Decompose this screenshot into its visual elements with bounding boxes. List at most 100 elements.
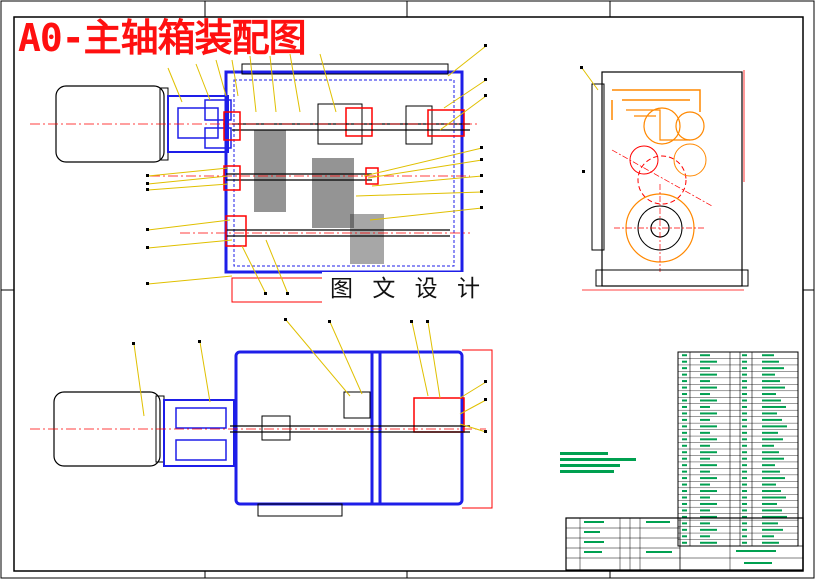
parts-row-number [682, 535, 687, 538]
parts-row-qty [742, 399, 747, 402]
parts-row-qty [742, 522, 747, 525]
parts-row-qty [742, 483, 747, 486]
parts-row-material [762, 541, 779, 544]
title-block [565, 517, 804, 571]
side-view [580, 66, 749, 291]
parts-row-number [682, 528, 687, 531]
parts-row-code [700, 528, 717, 531]
parts-row-code [700, 464, 717, 467]
parts-row-material [762, 535, 774, 538]
parts-row-number [682, 502, 687, 505]
parts-row-code [700, 515, 717, 518]
drawing-title: A0-主轴箱装配图 [18, 16, 307, 60]
parts-row-material [762, 451, 779, 454]
parts-row-material [762, 393, 776, 396]
parts-row-material [762, 354, 774, 357]
parts-row-code [700, 438, 717, 441]
parts-row-qty [742, 393, 747, 396]
parts-row-code [700, 367, 710, 370]
parts-row-qty [742, 425, 747, 428]
parts-row-qty [742, 367, 747, 370]
parts-row-number [682, 515, 687, 518]
parts-row-qty [742, 354, 747, 357]
parts-row-qty [742, 541, 747, 544]
parts-row-qty [742, 431, 747, 434]
watermark-text: 图 文 设 计 [322, 272, 494, 306]
parts-row-material [762, 412, 777, 415]
top-section-view [30, 318, 493, 517]
parts-row-qty [742, 438, 747, 441]
parts-row-material [762, 418, 782, 421]
parts-row-code [700, 502, 717, 505]
parts-row-code [700, 399, 717, 402]
parts-row-qty [742, 477, 747, 480]
parts-row-number [682, 509, 687, 512]
parts-row-qty [742, 380, 747, 383]
gearbox-housing-top [234, 350, 464, 506]
parts-row-material [762, 373, 775, 376]
parts-row-qty [742, 535, 747, 538]
parts-row-material [762, 477, 785, 480]
parts-row-qty [742, 502, 747, 505]
parts-row-qty [742, 490, 747, 493]
parts-row-code [700, 444, 710, 447]
parts-row-qty [742, 373, 747, 376]
parts-row-number [682, 522, 687, 525]
parts-row-qty [742, 509, 747, 512]
parts-row-code [700, 509, 710, 512]
parts-row-code [700, 360, 717, 363]
parts-row-material [762, 509, 782, 512]
parts-row-qty [742, 360, 747, 363]
parts-row-qty [742, 464, 747, 467]
parts-row-qty [742, 528, 747, 531]
parts-row-qty [742, 496, 747, 499]
parts-row-number [682, 405, 687, 408]
parts-row-code [700, 535, 710, 538]
parts-row-number [682, 354, 687, 357]
parts-row-material [762, 405, 786, 408]
parts-row-code [700, 412, 717, 415]
parts-row-number [682, 412, 687, 415]
parts-row-code [700, 451, 717, 454]
technical-notes [560, 452, 636, 473]
parts-row-qty [742, 405, 747, 408]
parts-row-number [682, 457, 687, 460]
parts-row-number [682, 393, 687, 396]
parts-row-material [762, 399, 781, 402]
parts-row-number [682, 464, 687, 467]
parts-row-number [682, 418, 687, 421]
parts-row-number [682, 373, 687, 376]
parts-row-number [682, 399, 687, 402]
parts-row-material [762, 464, 775, 467]
parts-row-number [682, 477, 687, 480]
parts-row-qty [742, 457, 747, 460]
parts-row-number [682, 431, 687, 434]
parts-row-qty [742, 386, 747, 389]
parts-row-qty [742, 451, 747, 454]
parts-row-code [700, 354, 710, 357]
parts-row-code [700, 418, 710, 421]
parts-row-code [700, 405, 710, 408]
parts-row-material [762, 380, 780, 383]
parts-row-material [762, 470, 780, 473]
parts-row-material [762, 502, 777, 505]
parts-row-number [682, 470, 687, 473]
parts-row-code [700, 470, 710, 473]
parts-row-code [700, 522, 710, 525]
parts-row-material [762, 367, 784, 370]
parts-row-number [682, 451, 687, 454]
parts-row-code [700, 380, 710, 383]
side-housing [601, 71, 743, 287]
parts-row-material [762, 444, 774, 447]
parts-row-material [762, 522, 778, 525]
front-section-view [30, 44, 487, 303]
parts-row-number [682, 367, 687, 370]
parts-row-number [682, 490, 687, 493]
parts-row-number [682, 380, 687, 383]
parts-row-code [700, 541, 717, 544]
parts-row-code [700, 425, 717, 428]
parts-row-number [682, 444, 687, 447]
parts-row-qty [742, 444, 747, 447]
